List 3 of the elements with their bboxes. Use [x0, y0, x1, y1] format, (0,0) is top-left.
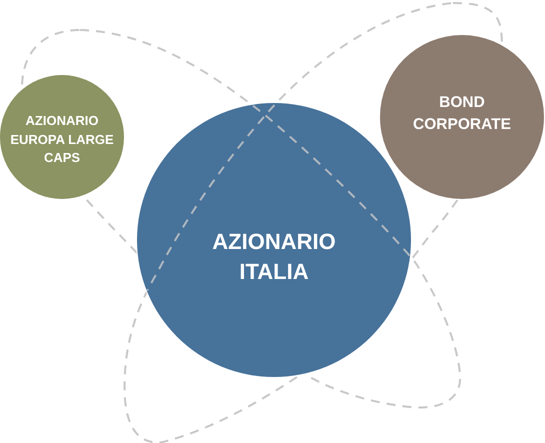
- asset-class-label: AZIONARIO EUROPA LARGE CAPS: [9, 112, 115, 168]
- asset-class-label: BOND CORPORATE: [412, 93, 512, 135]
- asset-class-label: AZIONARIO ITALIA: [211, 228, 337, 286]
